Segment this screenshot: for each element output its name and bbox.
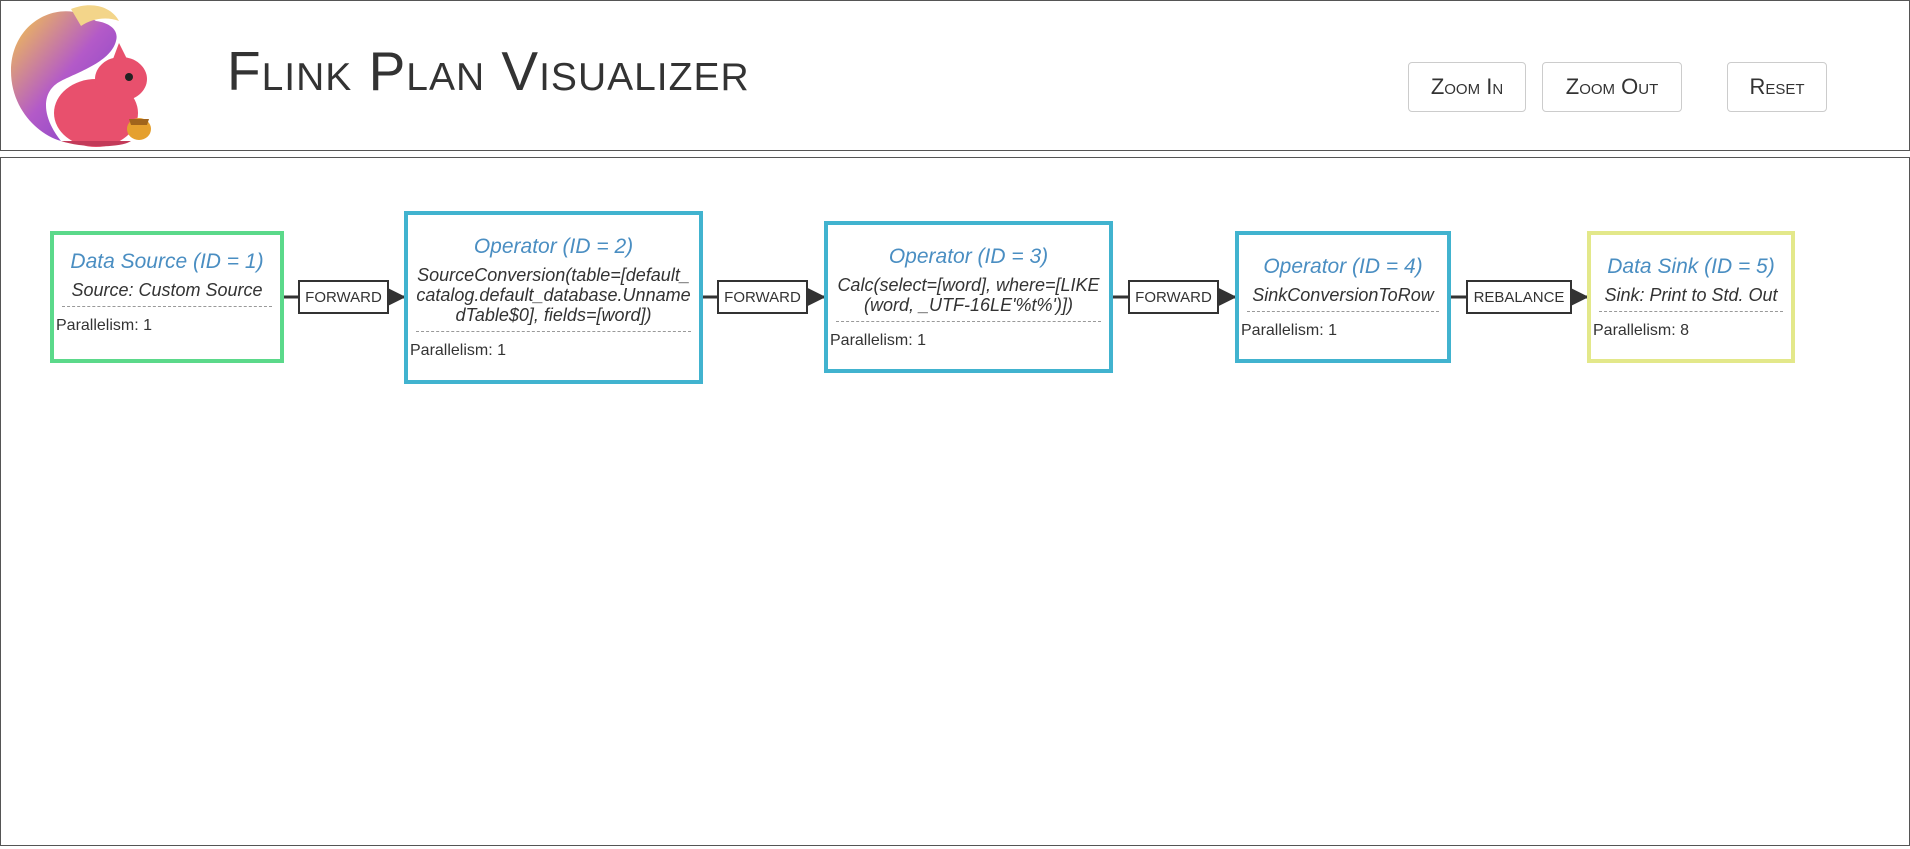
node-title: Data Sink (ID = 5)	[1607, 255, 1775, 278]
node-operator-4[interactable]: Operator (ID = 4) SinkConversionToRow Pa…	[1235, 231, 1451, 363]
edge-label-2-3: FORWARD	[717, 280, 808, 314]
node-divider	[1599, 311, 1783, 312]
node-title: Operator (ID = 3)	[888, 245, 1049, 268]
node-content: Source: Custom Source	[71, 280, 263, 300]
node-parallelism: Parallelism: 1	[1241, 322, 1338, 339]
app-header: Flink Plan Visualizer Zoom In Zoom Out R…	[0, 0, 1910, 151]
zoom-in-button[interactable]: Zoom In	[1408, 62, 1526, 112]
edge-label-3-4: FORWARD	[1128, 280, 1219, 314]
node-data-source-1[interactable]: Data Source (ID = 1) Source: Custom Sour…	[50, 231, 284, 363]
edge-label-1-2: FORWARD	[298, 280, 389, 314]
node-content: Sink: Print to Std. Out	[1604, 285, 1778, 305]
node-content: Calc(select=[word], where=[LIKE(word, _U…	[837, 275, 1100, 315]
flink-squirrel-logo	[11, 5, 151, 147]
node-divider	[836, 321, 1101, 322]
node-divider	[62, 306, 272, 307]
node-title: Operator (ID = 4)	[1263, 255, 1423, 278]
node-data-sink-5[interactable]: Data Sink (ID = 5) Sink: Print to Std. O…	[1587, 231, 1795, 363]
node-parallelism: Parallelism: 1	[830, 332, 927, 349]
node-title: Data Source (ID = 1)	[70, 250, 264, 273]
node-divider	[1247, 311, 1439, 312]
zoom-out-button[interactable]: Zoom Out	[1542, 62, 1682, 112]
page-title: Flink Plan Visualizer	[227, 40, 750, 102]
node-content: SinkConversionToRow	[1252, 285, 1434, 305]
node-operator-2[interactable]: Operator (ID = 2) SourceConversion(table…	[404, 211, 703, 384]
node-divider	[416, 331, 691, 332]
reset-button[interactable]: Reset	[1727, 62, 1827, 112]
node-title: Operator (ID = 2)	[473, 235, 634, 258]
node-parallelism: Parallelism: 8	[1593, 322, 1690, 339]
node-content: SourceConversion(table=[default_catalog.…	[416, 265, 691, 325]
node-operator-3[interactable]: Operator (ID = 3) Calc(select=[word], wh…	[824, 221, 1113, 373]
plan-canvas[interactable]: Data Source (ID = 1) Source: Custom Sour…	[0, 157, 1910, 846]
node-parallelism: Parallelism: 1	[410, 342, 507, 359]
edge-label-4-5: REBALANCE	[1466, 280, 1572, 314]
node-parallelism: Parallelism: 1	[56, 317, 153, 334]
